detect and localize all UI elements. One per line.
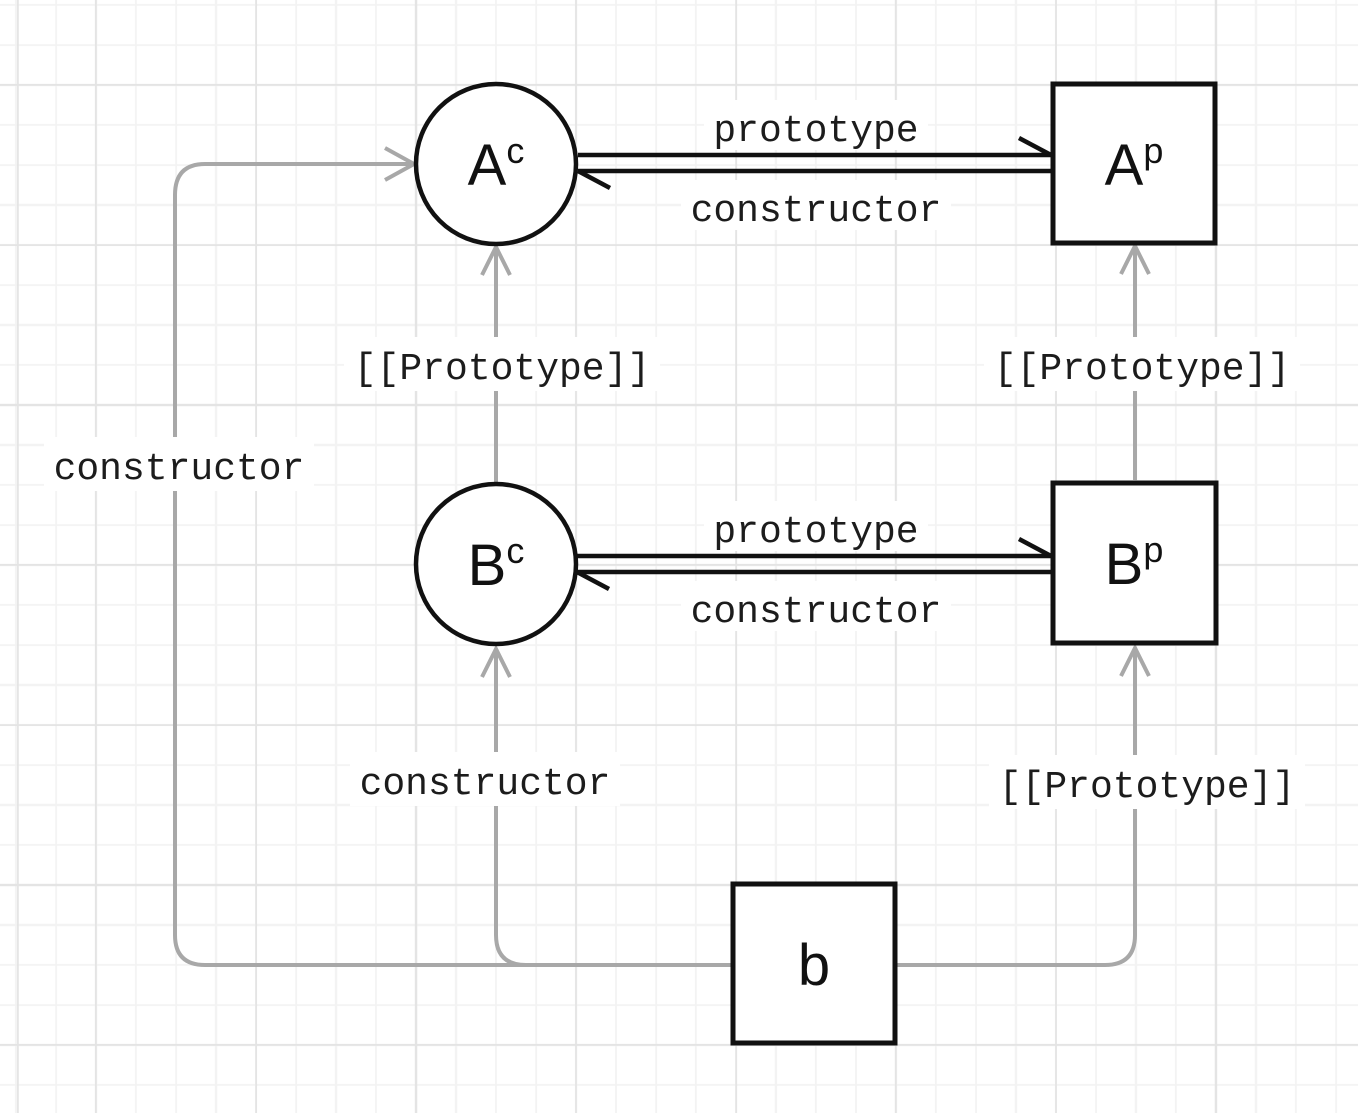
edge-label-text: constructor [54, 448, 305, 491]
label-halo [989, 755, 1305, 809]
edge-label-text: prototype [713, 110, 918, 153]
label-constructor-mid: constructor [350, 752, 620, 806]
node-label: Ac [468, 130, 525, 198]
label-halo [350, 752, 620, 806]
label-prototype-b: prototype [704, 501, 928, 554]
arrowhead-up-icon [1119, 241, 1151, 275]
label-halo [44, 437, 314, 491]
edge-label-text: constructor [360, 763, 611, 806]
edge-label-text: [[Prototype]] [994, 348, 1290, 391]
node-label: Bp [1105, 529, 1164, 597]
label-proto-right-top: [[Prototype]] [984, 337, 1300, 391]
arrowhead-up-icon [480, 644, 512, 678]
label-constructor-b: constructor [681, 581, 951, 634]
label-halo [984, 337, 1300, 391]
node-b-prototype: Bp [1050, 480, 1219, 646]
label-halo [704, 501, 928, 551]
edge-constructor-a [576, 168, 1053, 190]
label-proto-left: [[Prototype]] [344, 337, 660, 391]
node-a-prototype: Ap [1050, 81, 1218, 246]
circle-shape [413, 481, 579, 647]
label-halo [704, 100, 928, 150]
arrowhead-half-left-icon [576, 169, 612, 190]
circle-shape [413, 81, 579, 247]
arrowhead-half-left-icon [575, 570, 611, 591]
edge-line [895, 649, 1137, 967]
label-prototype-a: prototype [704, 100, 928, 153]
arrowhead-up-icon [480, 242, 512, 276]
square-shape [730, 881, 898, 1046]
label-proto-right-bottom: [[Prototype]] [989, 755, 1305, 809]
edge-label-text: constructor [691, 190, 942, 233]
edge-constructor-b [575, 569, 1053, 591]
label-halo [681, 581, 951, 631]
node-b-instance: b [730, 881, 898, 1046]
node-a-constructor: Ac [413, 81, 579, 247]
edge-constructor-b-to-bc [480, 644, 733, 967]
label-constructor-a: constructor [681, 180, 951, 233]
edge-prototype-b [577, 537, 1053, 559]
square-shape [1050, 81, 1218, 246]
node-label: b [798, 933, 830, 998]
label-halo [681, 180, 951, 230]
node-label: Ap [1105, 130, 1164, 198]
edge-prototype-a [578, 136, 1053, 158]
edge-proto-b-to-bp [895, 643, 1151, 967]
label-halo [344, 337, 660, 391]
square-shape [1050, 480, 1219, 646]
edge-line [494, 650, 733, 967]
edge-label-text: [[Prototype]] [999, 766, 1295, 809]
edge-label-text: prototype [713, 511, 918, 554]
edge-line [173, 162, 733, 967]
edge-label-text: [[Prototype]] [354, 348, 650, 391]
arrowhead-half-right-icon [1017, 136, 1053, 157]
edge-label-text: constructor [691, 591, 942, 634]
arrowhead-up-icon [1119, 643, 1151, 677]
arrowhead-half-right-icon [1017, 537, 1053, 558]
node-label: Bc [468, 530, 525, 598]
label-constructor-left: constructor [44, 437, 314, 491]
node-b-constructor: Bc [413, 481, 579, 647]
